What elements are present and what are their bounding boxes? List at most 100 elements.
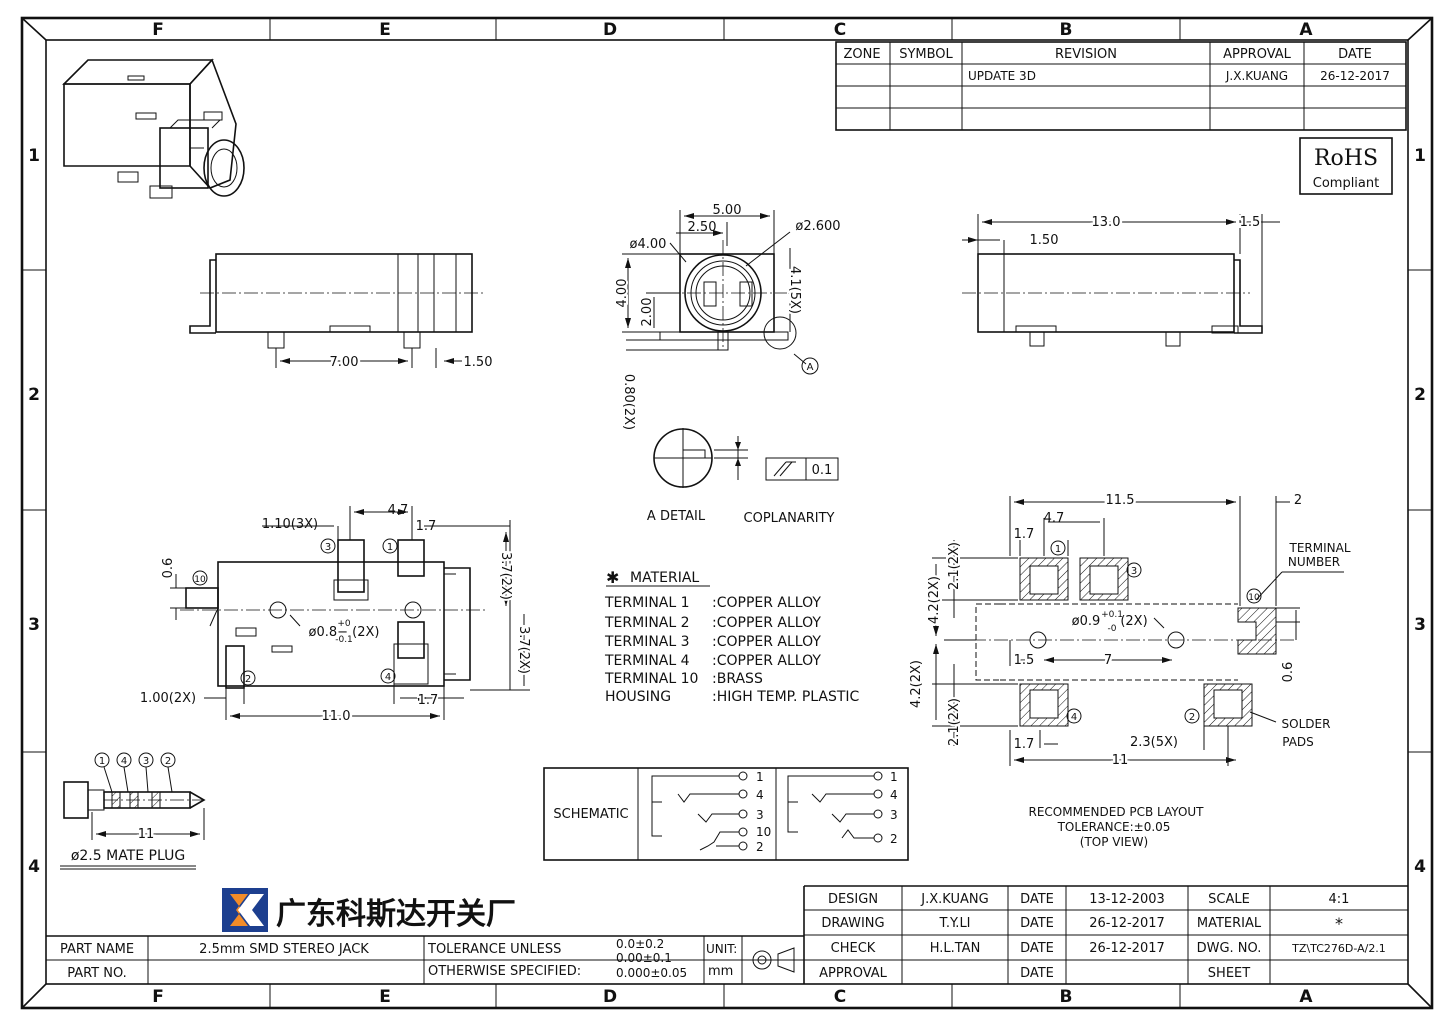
- dimension-label: 1.50: [1030, 233, 1059, 248]
- dimension-label: 1.5: [1240, 215, 1261, 230]
- title-row-key: MATERIAL: [1197, 916, 1262, 931]
- dimension-label: 1.5: [1014, 653, 1035, 668]
- revision-header: REVISION: [1055, 47, 1117, 62]
- solder-pads-label: PADS: [1282, 735, 1314, 749]
- side-view: 7.00 1.50: [189, 253, 492, 373]
- dimension-label: 4.7: [388, 503, 409, 518]
- drawing-frame: F E D C B A F E D C B A 1 2 3 4 1 2 3 4: [20, 16, 1434, 1010]
- revision-header: DATE: [1338, 47, 1372, 62]
- row-label: 2: [1414, 385, 1426, 405]
- row-label: 4: [1414, 857, 1426, 877]
- title-row-value: *: [1335, 914, 1343, 933]
- dimension-label: ø0.9: [1072, 614, 1101, 629]
- dimension-label: 1.7: [416, 519, 437, 534]
- terminal-number-label: NUMBER: [1288, 555, 1340, 569]
- revision-header: ZONE: [843, 47, 880, 62]
- coplanarity-label: COPLANARITY: [744, 511, 835, 526]
- dimension-label: 13.0: [1092, 215, 1121, 230]
- dimension-label: 11: [1112, 753, 1129, 768]
- column-label: E: [379, 20, 391, 40]
- title-row-date-label: DATE: [1020, 941, 1054, 956]
- title-row-name: T.Y.LI: [938, 916, 970, 931]
- terminal-number-label: TERMINAL: [1288, 541, 1350, 555]
- revision-description: UPDATE 3D: [968, 69, 1036, 83]
- column-label: B: [1060, 987, 1073, 1007]
- material-name: TERMINAL 4: [604, 653, 690, 669]
- title-row-name: J.X.KUANG: [920, 892, 988, 907]
- material-value: :COPPER ALLOY: [712, 595, 821, 611]
- top-view: 1.10(3X) 4.7 1.7 0.6 3.7(2X) 3.7(2X) ø0.…: [140, 503, 533, 727]
- dimension-label: 5.00: [713, 203, 742, 218]
- column-label: B: [1060, 20, 1073, 40]
- plug-pole-number: 3: [143, 756, 149, 767]
- company-logo: [222, 888, 268, 932]
- dimension-label: 3.7(2X): [516, 626, 531, 674]
- title-row-value: 4:1: [1329, 892, 1350, 907]
- pin-number: 1: [1055, 544, 1061, 555]
- dimension-label: 4.1(5X): [787, 266, 802, 314]
- rohs-title: RoHS: [1314, 146, 1378, 171]
- solder-pads-label: SOLDER: [1282, 717, 1331, 731]
- row-label: 3: [1414, 615, 1426, 635]
- pin-number: 2: [1189, 712, 1195, 723]
- plug-pole-number: 1: [99, 756, 105, 767]
- dimension-label: 0.6: [161, 558, 176, 579]
- dimension-label: 2.1(2X): [947, 698, 962, 746]
- revision-table: ZONE SYMBOL REVISION APPROVAL DATE UPDAT…: [835, 41, 1407, 131]
- dimension-label: 4.2(2X): [927, 576, 942, 624]
- material-name: TERMINAL 10: [604, 671, 698, 687]
- title-row-key: SHEET: [1208, 966, 1250, 981]
- dimension-label: 7.00: [330, 355, 359, 370]
- title-row-label: CHECK: [831, 941, 876, 956]
- dimension-label: 4.00: [615, 279, 630, 308]
- revision-approver: J.X.KUANG: [1225, 69, 1288, 83]
- pin-number: 4: [1071, 712, 1077, 723]
- dimension-label: 1.7: [1014, 737, 1035, 752]
- rohs-subtitle: Compliant: [1313, 176, 1379, 191]
- column-label: A: [1299, 987, 1313, 1007]
- row-label: 1: [1414, 146, 1426, 166]
- dimension-label: 11.0: [322, 709, 351, 724]
- schematic-pin: 4: [756, 788, 764, 802]
- pcb-layout: 11.5 2 4.7 1.7 2.1(2X) 4.2(2X) ø0.9 +0.1…: [907, 491, 1351, 850]
- schematic-pin: 10: [756, 825, 771, 839]
- pin-number: 2: [245, 674, 251, 685]
- schematic-pin: 3: [890, 808, 898, 822]
- dimension-label: 1.00(2X): [140, 691, 196, 706]
- row-label: 2: [28, 385, 40, 405]
- title-row-date: 26-12-2017: [1089, 941, 1165, 956]
- schematic-pin: 1: [756, 770, 764, 784]
- mate-plug: 1 4 3 2 11 ø2.5 MATE PLUG: [60, 752, 206, 870]
- dimension-label: 2.00: [640, 298, 655, 327]
- material-name: TERMINAL 1: [604, 595, 690, 611]
- title-row-date: 13-12-2003: [1089, 892, 1165, 907]
- dimension-label: 11.5: [1106, 493, 1135, 508]
- part-name-label: PART NAME: [60, 942, 134, 957]
- dimension-label: ø0.8− (2X): [309, 625, 380, 640]
- material-value: :BRASS: [712, 671, 763, 687]
- projection-symbol-icon: [748, 947, 800, 973]
- dimension-label: 2.1(2X): [947, 542, 962, 590]
- isometric-3d-view: [62, 58, 245, 199]
- title-row-label: DESIGN: [828, 892, 878, 907]
- company-name: 广东科斯达开关厂: [276, 897, 516, 932]
- schematic-pin: 3: [756, 808, 764, 822]
- material-name: TERMINAL 3: [604, 634, 690, 650]
- tolerance-label: -0: [1108, 624, 1117, 634]
- material-value: :HIGH TEMP. PLASTIC: [712, 689, 860, 705]
- column-label: C: [834, 20, 846, 40]
- pcb-caption: RECOMMENDED PCB LAYOUT: [1028, 805, 1204, 819]
- pin-number: 4: [385, 672, 391, 683]
- title-row-date: 26-12-2017: [1089, 916, 1165, 931]
- dimension-label: 7: [1104, 653, 1112, 668]
- dimension-label: 0.6: [1281, 662, 1296, 683]
- part-name-value: 2.5mm SMD STEREO JACK: [199, 942, 369, 957]
- column-label: C: [834, 987, 846, 1007]
- pin-number: 1: [387, 542, 393, 553]
- title-row-label: APPROVAL: [819, 966, 888, 981]
- datum-label: A: [807, 362, 814, 373]
- plug-pole-number: 4: [121, 756, 127, 767]
- tolerance-label: +0: [337, 619, 351, 629]
- dimension-label: 1.10(3X): [262, 517, 318, 532]
- material-name: HOUSING: [605, 689, 671, 705]
